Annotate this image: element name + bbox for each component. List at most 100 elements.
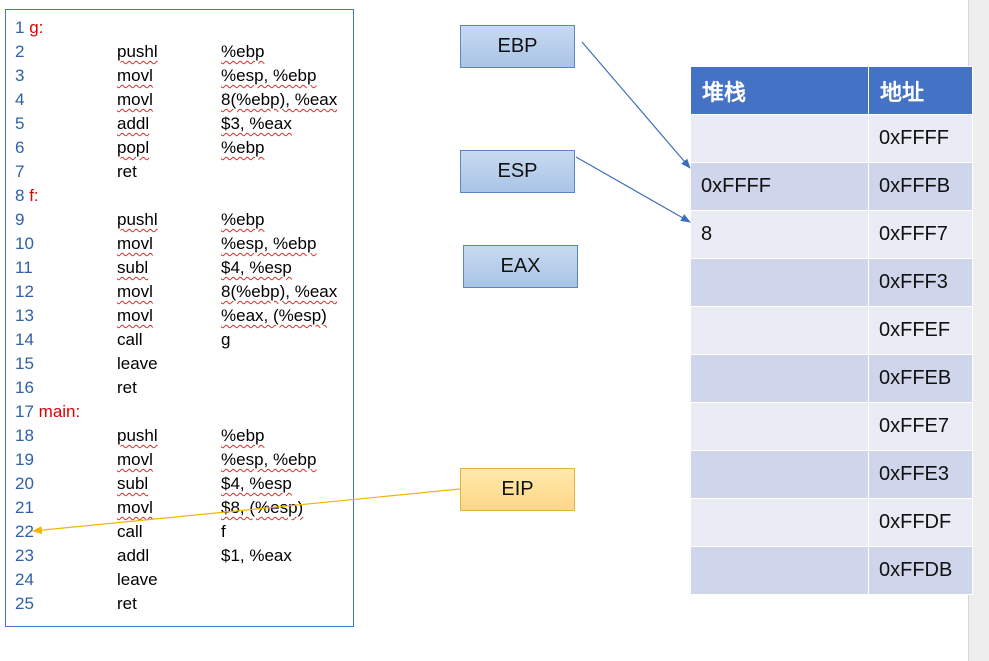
operands: %ebp bbox=[221, 138, 265, 157]
table-row: 0xFFDF bbox=[690, 498, 973, 547]
line-number: 5 bbox=[15, 114, 25, 133]
code-label: g: bbox=[29, 18, 44, 37]
column-header-stack: 堆栈 bbox=[690, 66, 869, 115]
line-number: 16 bbox=[15, 378, 34, 397]
stack-cell: 0xFFFF bbox=[690, 162, 869, 211]
line-number: 1 g: bbox=[15, 18, 44, 37]
line-number: 4 bbox=[15, 90, 25, 109]
operands: $8, (%esp) bbox=[221, 498, 304, 517]
instruction: movl bbox=[117, 498, 153, 517]
stack-cell: 8 bbox=[690, 210, 869, 259]
code-line: 21 movl $8, (%esp) bbox=[6, 496, 346, 520]
eip-pointer-arrow bbox=[32, 488, 461, 535]
table-row: 0xFFFF bbox=[690, 114, 973, 163]
code-line: 22 call f bbox=[6, 520, 346, 544]
code-line: 7 ret bbox=[6, 160, 346, 184]
stack-cell bbox=[690, 498, 869, 547]
operands: g bbox=[221, 330, 231, 349]
instruction: addl bbox=[117, 546, 150, 565]
instruction: subl bbox=[117, 258, 149, 277]
instruction: movl bbox=[117, 90, 153, 109]
line-number: 22 bbox=[15, 522, 34, 541]
address-cell: 0xFFDB bbox=[868, 546, 973, 595]
line-number: 14 bbox=[15, 330, 34, 349]
eip-register-box[interactable]: EIP bbox=[460, 468, 575, 511]
line-number: 23 bbox=[15, 546, 34, 565]
table-row: 0xFFE7 bbox=[690, 402, 973, 451]
stack-cell bbox=[690, 402, 869, 451]
instruction: ret bbox=[117, 162, 137, 181]
address-cell: 0xFFFB bbox=[868, 162, 973, 211]
instruction: pushl bbox=[117, 426, 158, 445]
instruction: movl bbox=[117, 306, 153, 325]
code-label: f: bbox=[29, 186, 39, 205]
address-cell: 0xFFE7 bbox=[868, 402, 973, 451]
address-cell: 0xFFE3 bbox=[868, 450, 973, 499]
operands: $4, %esp bbox=[221, 258, 292, 277]
instruction: pushl bbox=[117, 42, 158, 61]
address-cell: 0xFFFF bbox=[868, 114, 973, 163]
instruction: movl bbox=[117, 234, 153, 253]
operands: $3, %eax bbox=[221, 114, 292, 133]
line-number: 7 bbox=[15, 162, 25, 181]
code-line: 1 g: bbox=[6, 16, 346, 40]
operands: f bbox=[221, 522, 226, 541]
instruction: ret bbox=[117, 594, 137, 613]
instruction: leave bbox=[117, 354, 158, 373]
address-cell: 0xFFDF bbox=[868, 498, 973, 547]
address-cell: 0xFFF7 bbox=[868, 210, 973, 259]
ebp-register-box[interactable]: EBP bbox=[460, 25, 575, 68]
table-row: 0xFFE3 bbox=[690, 450, 973, 499]
instruction: popl bbox=[117, 138, 150, 157]
instruction: movl bbox=[117, 66, 153, 85]
code-line: 24 leave bbox=[6, 568, 346, 592]
ebp-pointer-arrow bbox=[581, 41, 691, 169]
address-cell: 0xFFF3 bbox=[868, 258, 973, 307]
line-number: 21 bbox=[15, 498, 34, 517]
line-number: 25 bbox=[15, 594, 34, 613]
operands: %eax, (%esp) bbox=[221, 306, 327, 325]
line-number: 6 bbox=[15, 138, 25, 157]
line-number: 8 f: bbox=[15, 186, 39, 205]
stack-cell bbox=[690, 546, 869, 595]
operands: %ebp bbox=[221, 426, 265, 445]
operands: 8(%ebp), %eax bbox=[221, 282, 338, 301]
line-number: 13 bbox=[15, 306, 34, 325]
table-row: 0xFFDB bbox=[690, 546, 973, 595]
address-cell: 0xFFEB bbox=[868, 354, 973, 403]
instruction: pushl bbox=[117, 210, 158, 229]
esp-register-box[interactable]: ESP bbox=[460, 150, 575, 193]
instruction: call bbox=[117, 522, 143, 541]
operands: %esp, %ebp bbox=[221, 66, 317, 85]
line-number: 20 bbox=[15, 474, 34, 493]
operands: %esp, %ebp bbox=[221, 450, 317, 469]
code-line: 13 movl %eax, (%esp) bbox=[6, 304, 346, 328]
instruction: movl bbox=[117, 282, 153, 301]
address-cell: 0xFFEF bbox=[868, 306, 973, 355]
code-line: 6 popl %ebp bbox=[6, 136, 346, 160]
esp-pointer-arrow bbox=[575, 156, 691, 223]
line-number: 24 bbox=[15, 570, 34, 589]
line-number: 3 bbox=[15, 66, 25, 85]
eax-register-box[interactable]: EAX bbox=[463, 245, 578, 288]
code-line: 25 ret bbox=[6, 592, 346, 616]
instruction: leave bbox=[117, 570, 158, 589]
table-header-row: 堆栈 地址 bbox=[690, 66, 973, 115]
